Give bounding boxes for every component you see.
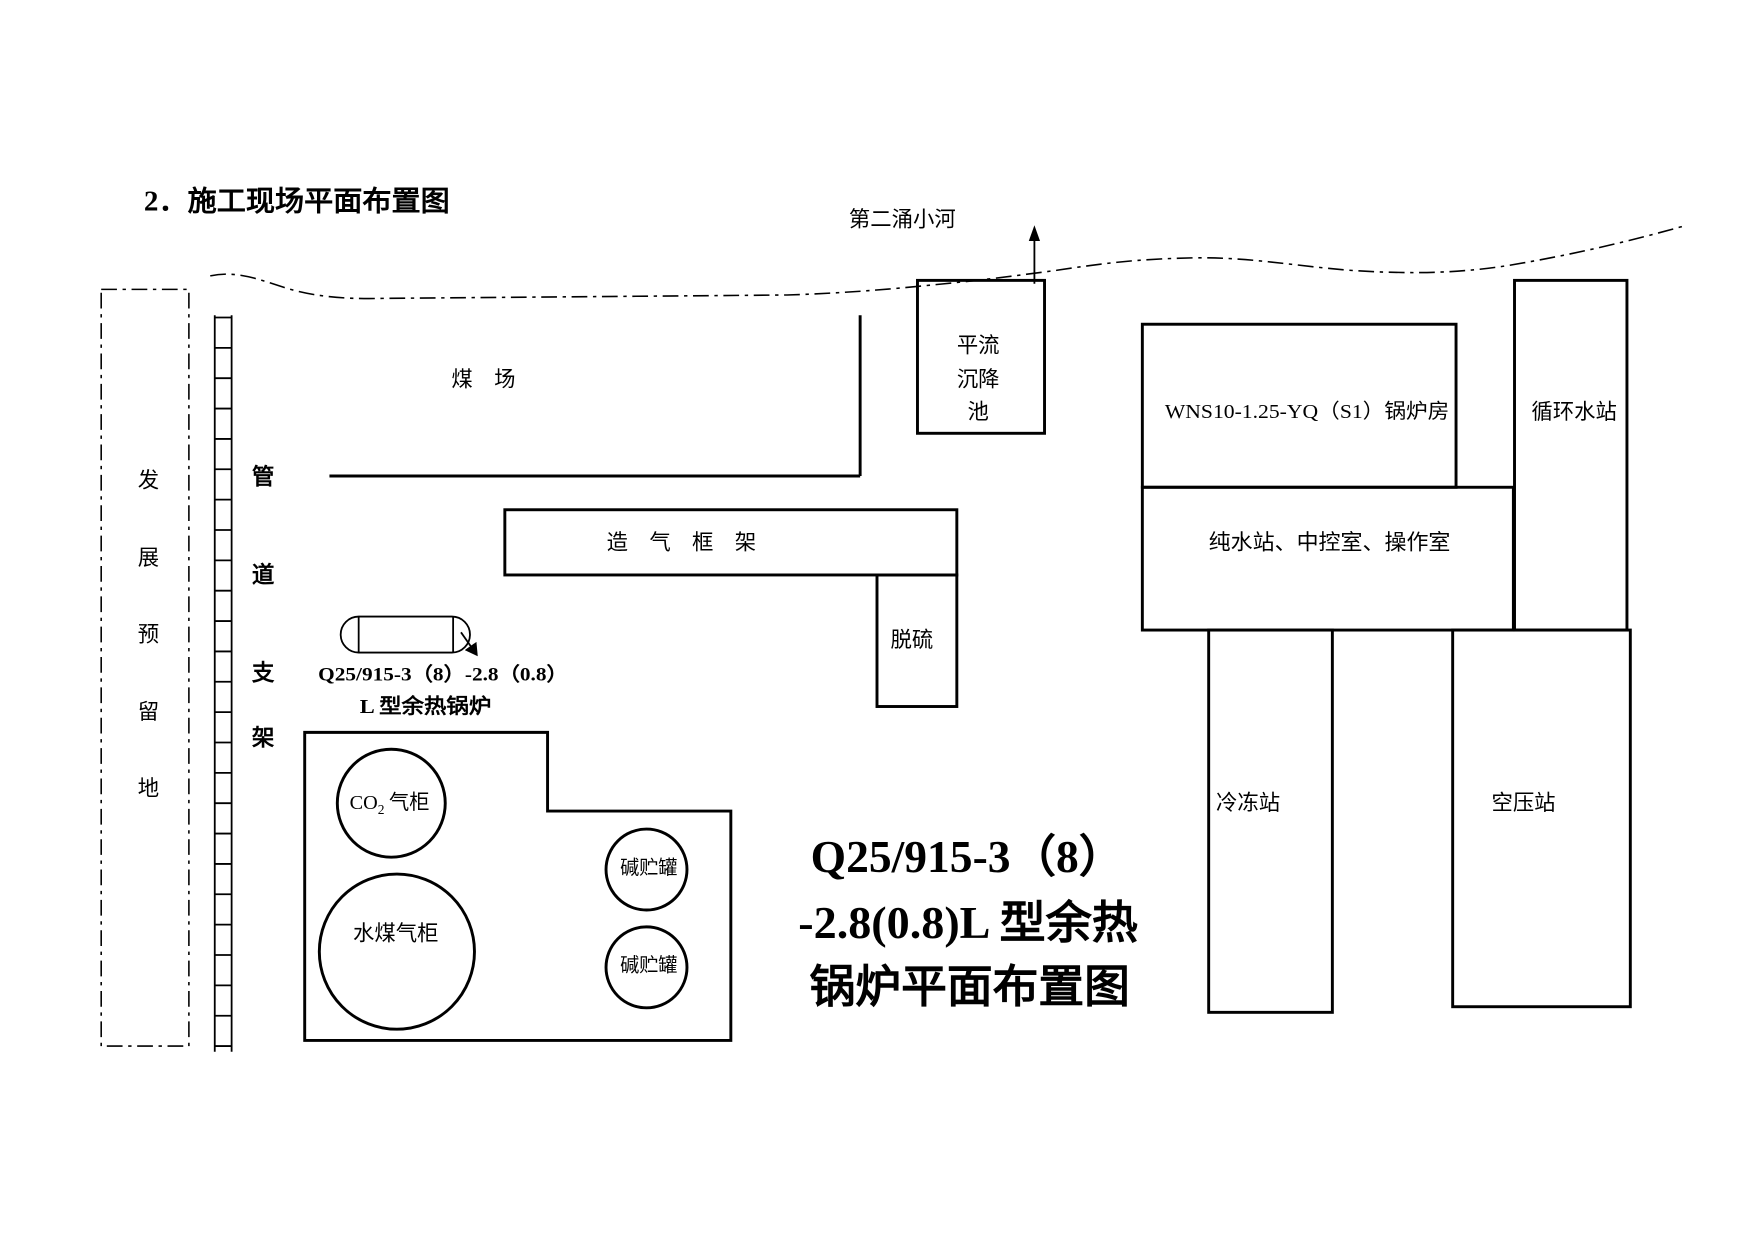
co2-subscript: 2 <box>378 801 385 816</box>
pipe-rack-char: 架 <box>252 725 275 750</box>
alkali-tank-label: 碱贮罐 <box>620 857 677 879</box>
settling-tank-label: 平流 <box>957 334 1000 358</box>
boiler-pointer-line <box>460 631 478 657</box>
pipe-rack-char: 支 <box>252 660 275 685</box>
pipe-rack-char: 道 <box>252 561 275 587</box>
pipe-rack-label: 管 道 支 架 <box>252 464 275 751</box>
settling-tank <box>916 278 1046 435</box>
circulating-water-station-label: 循环水站 <box>1531 400 1616 424</box>
gasification-frame <box>503 508 959 577</box>
gasification-frame-label: 造 气 框 架 <box>607 530 757 554</box>
reserved-land-char: 预 <box>138 623 159 647</box>
desulfurization-label: 脱硫 <box>890 628 933 652</box>
waste-heat-boiler-symbol <box>339 615 478 657</box>
alkali-tank-label: 碱贮罐 <box>620 955 677 977</box>
waste-heat-boiler-label: L 型余热锅炉 <box>360 694 492 718</box>
reserved-land-char: 发 <box>138 469 159 493</box>
reserved-land-char: 地 <box>138 777 159 801</box>
layout-title-line: 锅炉平面布置图 <box>810 962 1130 1012</box>
layout-title-line: Q25/915-3（8） <box>811 832 1125 882</box>
water-gas-holder-label: 水煤气柜 <box>353 922 438 946</box>
coal-yard-boundary <box>329 315 862 478</box>
settling-tank-label: 池 <box>968 400 989 424</box>
alkali-tank <box>604 827 689 912</box>
layout-title-line: -2.8(0.8)L 型余热 <box>798 897 1138 948</box>
desulfurization-unit <box>875 573 959 708</box>
river-boundary-line <box>210 224 1687 300</box>
boiler-house-label: WNS10-1.25-YQ（S1）锅炉房 <box>1165 400 1449 423</box>
alkali-tank <box>604 925 689 1010</box>
coal-yard-label: 煤 场 <box>451 367 515 391</box>
air-compressor-station-label: 空压站 <box>1491 791 1555 815</box>
pipe-rack <box>213 315 233 1052</box>
river-label: 第二涌小河 <box>849 207 956 231</box>
reserved-land-label: 发 展 预 留 地 <box>138 469 159 801</box>
reserved-land-boundary <box>100 288 190 1047</box>
waste-heat-boiler-label: Q25/915-3（8）-2.8（0.8） <box>318 663 568 686</box>
pipe-rack-char: 管 <box>252 464 274 490</box>
co2-holder-text: 气柜 <box>389 791 429 814</box>
settling-tank-label: 沉降 <box>957 367 1000 391</box>
pipe-rack-rungs <box>214 316 232 1047</box>
control-building-label: 纯水站、中控室、操作室 <box>1209 530 1451 554</box>
flow-direction-arrow <box>1028 225 1041 284</box>
control-building <box>1140 485 1515 632</box>
co2-formula: CO <box>350 792 378 814</box>
air-compressor-station <box>1451 628 1632 1009</box>
gas-holder-yard <box>303 730 733 1042</box>
section-title: 2．施工现场平面布置图 <box>144 186 450 218</box>
co2-gas-holder-label: CO2 气柜 <box>350 791 430 816</box>
reserved-land-char: 留 <box>138 700 159 724</box>
reserved-land-char: 展 <box>138 546 159 570</box>
water-gas-holder <box>317 872 476 1031</box>
refrigeration-station-label: 冷冻站 <box>1216 791 1280 815</box>
refrigeration-station <box>1207 628 1334 1014</box>
layout-title: Q25/915-3（8） -2.8(0.8)L 型余热 锅炉平面布置图 <box>798 832 1138 1012</box>
circulating-water-station <box>1513 278 1629 632</box>
co2-gas-holder <box>335 747 447 859</box>
